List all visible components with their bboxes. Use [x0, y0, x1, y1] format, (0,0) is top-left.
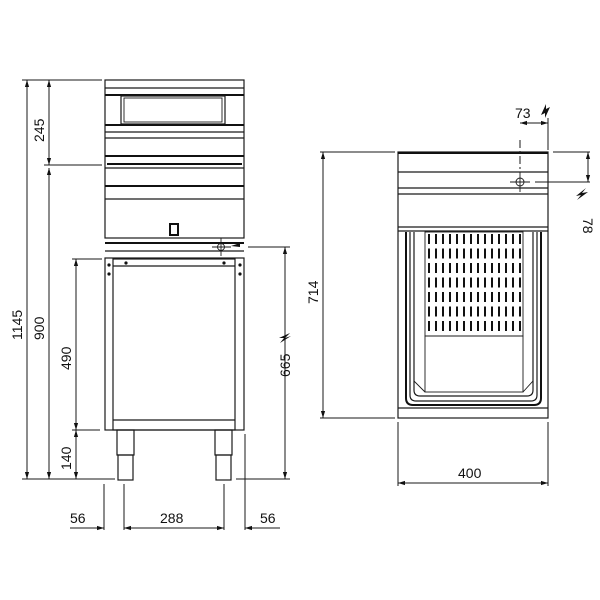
connection-point-icon [212, 238, 240, 256]
switch-icon [169, 223, 179, 236]
side-view: 73 78 714 400 [305, 104, 596, 486]
dim-worktop-height: 900 [31, 316, 47, 340]
dim-connection-offset-y: 78 [580, 218, 596, 234]
dim-cabinet-height: 490 [58, 346, 74, 370]
connection-point-icon [510, 172, 530, 192]
dim-width: 400 [458, 465, 482, 481]
dim-electric-connection-height: 665 [277, 353, 293, 377]
dim-overall-height: 1145 [9, 310, 25, 340]
electric-connection-icon [541, 104, 550, 118]
dim-depth-height: 714 [305, 280, 321, 304]
dim-leg-height: 140 [58, 446, 74, 470]
electric-connection-icon [576, 188, 588, 200]
fryer-basket [405, 231, 542, 406]
basket-perforation [428, 234, 521, 331]
electric-connection-icon [279, 333, 291, 343]
dim-top-section-height: 245 [31, 118, 47, 142]
front-view: 1145 245 900 490 140 665 56 288 56 [9, 79, 293, 531]
dim-leg-spacing: 288 [160, 510, 184, 526]
dim-right-offset: 56 [260, 510, 276, 526]
leg-left [116, 429, 135, 481]
dim-connection-offset-x: 73 [515, 105, 531, 121]
dim-left-offset: 56 [70, 510, 86, 526]
leg-right [214, 429, 233, 481]
